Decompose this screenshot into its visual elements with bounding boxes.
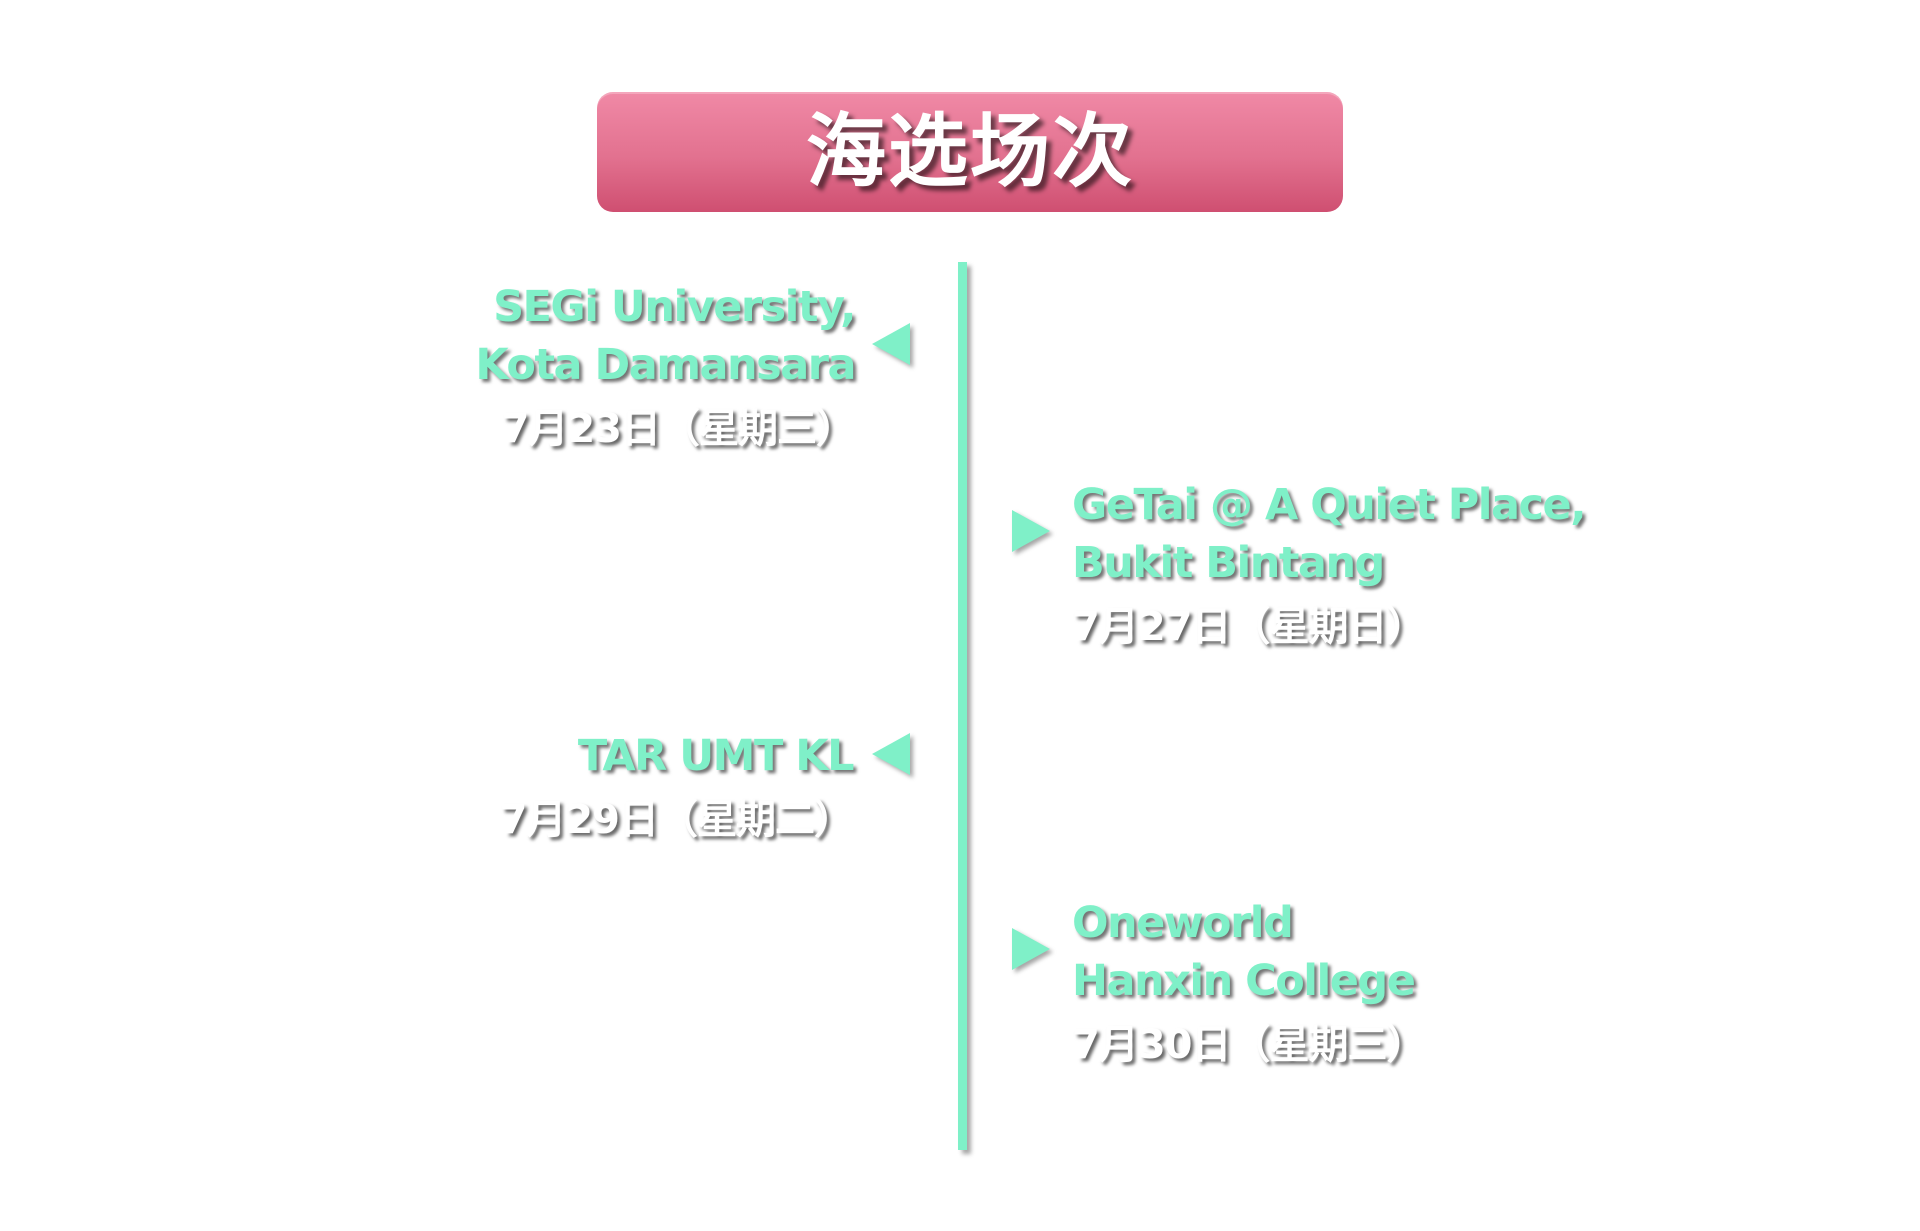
event-venue-line1: SEGi University, xyxy=(493,282,856,332)
timeline-event-oneworld: Oneworld Hanxin College 7月30日（星期三） xyxy=(1072,894,1426,1074)
timeline-event-segi: SEGi University, Kota Damansara 7月23日（星期… xyxy=(475,278,856,458)
event-venue-line2: Hanxin College xyxy=(1072,956,1416,1006)
event-venue-line1: GeTai @ A Quiet Place, xyxy=(1072,480,1587,530)
event-venue-line2: Kota Damansara xyxy=(475,340,856,390)
event-date: 7月27日（星期日） xyxy=(1072,604,1427,650)
timeline-event-getai: GeTai @ A Quiet Place, Bukit Bintang 7月2… xyxy=(1072,476,1587,656)
timeline-line xyxy=(958,262,967,1150)
event-date: 7月30日（星期三） xyxy=(1072,1022,1426,1068)
triangle-left-icon xyxy=(872,323,910,365)
timeline-event-tarumt: TAR UMT KL 7月29日（星期二） xyxy=(499,727,855,849)
event-venue-line2: Bukit Bintang xyxy=(1072,538,1385,588)
triangle-right-icon xyxy=(1012,510,1050,552)
triangle-left-icon xyxy=(872,733,910,775)
event-date: 7月23日（星期三） xyxy=(501,406,856,452)
page-title: 海选场次 xyxy=(806,105,1134,198)
event-venue-line1: TAR UMT KL xyxy=(577,731,855,781)
event-venue-line1: Oneworld xyxy=(1072,898,1294,948)
triangle-right-icon xyxy=(1012,928,1050,970)
title-banner: 海选场次 xyxy=(597,92,1343,212)
event-date: 7月29日（星期二） xyxy=(499,797,854,843)
